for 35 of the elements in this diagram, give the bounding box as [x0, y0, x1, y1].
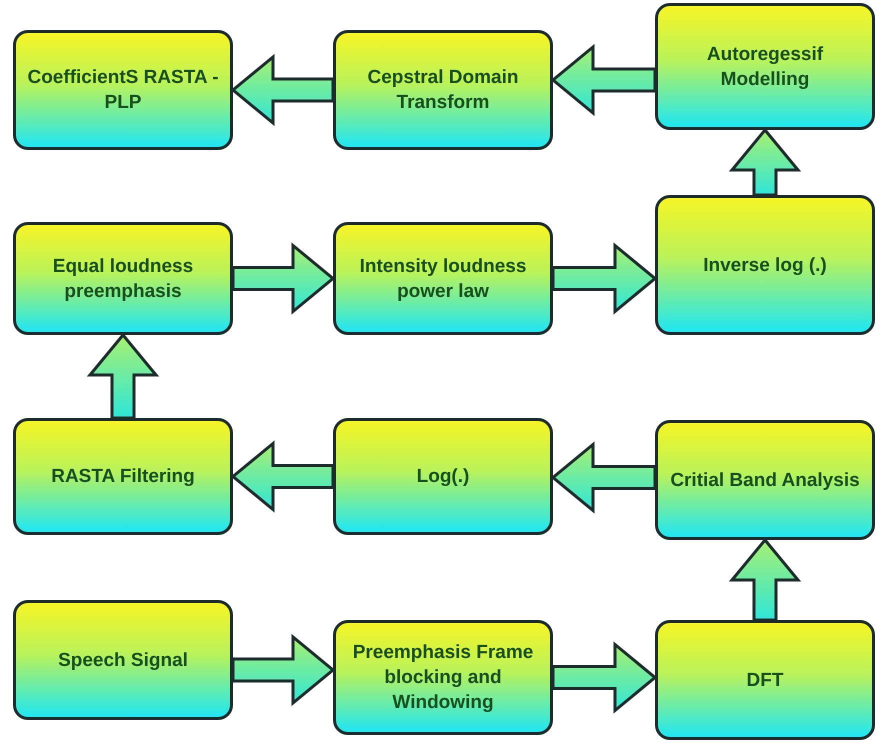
block-arrow	[728, 538, 802, 622]
process-box	[333, 418, 553, 535]
box-label: Autoregessif Modelling	[706, 42, 824, 92]
block-arrow	[550, 44, 656, 116]
block-arrow	[232, 242, 336, 315]
process-box	[333, 30, 553, 150]
box-label: DFT	[746, 668, 784, 692]
process-box	[13, 222, 233, 335]
block-arrow	[230, 54, 334, 126]
process-box	[333, 620, 553, 735]
box-label: RASTA Filtering	[50, 465, 196, 489]
block-arrow	[550, 441, 656, 514]
box-label: CoefficientS RASTA -PLP	[26, 66, 220, 115]
box-label: Preemphasis Frame blocking and Windowing	[352, 641, 534, 715]
process-box	[655, 420, 875, 540]
box-label: Intensity loudness power law	[358, 254, 528, 304]
box-label: Critial Band Analysis	[669, 468, 861, 492]
process-box	[13, 30, 233, 150]
process-box	[655, 3, 875, 130]
process-box	[655, 195, 875, 335]
box-label: Inverse log (.)	[702, 254, 828, 278]
process-box	[655, 620, 875, 740]
process-box	[13, 600, 233, 720]
box-label: Log(.)	[416, 465, 470, 489]
box-label: Cepstral Domain Transform	[366, 66, 520, 115]
block-arrow	[230, 440, 334, 513]
box-label: Equal loudness preemphasis	[52, 254, 194, 304]
process-box	[13, 418, 233, 535]
block-arrow	[728, 128, 802, 196]
box-label: Speech Signal	[57, 648, 189, 672]
block-arrow	[552, 242, 658, 315]
block-arrow	[86, 332, 160, 420]
block-arrow	[232, 634, 336, 706]
block-arrow	[552, 641, 658, 714]
process-box	[333, 222, 553, 335]
